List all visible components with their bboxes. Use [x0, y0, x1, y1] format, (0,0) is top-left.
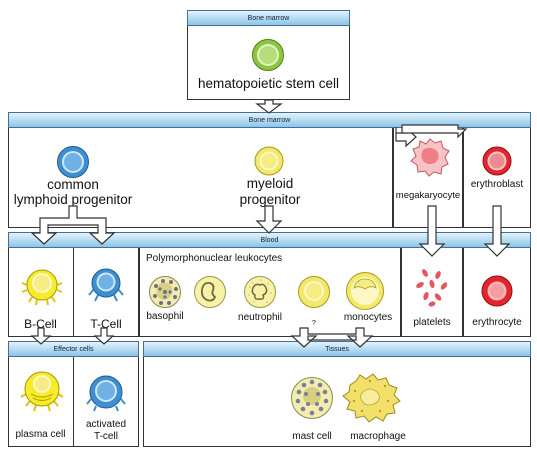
effector-divider	[73, 355, 75, 447]
polymorphonuclear-title: Polymorphonuclear leukocytes	[146, 253, 283, 264]
activated-tcell-icon	[86, 375, 126, 412]
lymphoid-label-2: lymphoid progenitor	[13, 192, 133, 207]
plasma-cell-label: plasma cell	[15, 429, 66, 440]
lymphoid-progenitor-icon	[57, 146, 89, 178]
erythrocyte-icon	[481, 275, 513, 307]
effector-band: Effector cells	[8, 341, 139, 357]
myeloid-label-2: progenitor	[239, 192, 301, 207]
stem-cell-label: hematopoietic stem cell	[197, 76, 340, 91]
unknown-cell-label: ?	[312, 320, 316, 327]
monocytes-label: monocytes	[343, 312, 393, 323]
macrophage-icon	[342, 373, 401, 423]
platelets-icon	[416, 269, 448, 307]
monocyte-icon	[346, 272, 384, 310]
basophil-icon	[149, 276, 181, 308]
erythrocyte-label: erythrocyte	[472, 317, 522, 328]
bcell-icon	[21, 269, 63, 306]
blood-band: Blood	[8, 232, 531, 248]
megakaryocyte-icon	[410, 138, 450, 177]
megakaryocyte-label: megakaryocyte	[395, 190, 461, 201]
erythroblast-icon	[482, 146, 512, 176]
platelets-label: platelets	[413, 317, 451, 328]
eosinophil-icon	[194, 276, 226, 308]
lymphoid-label-1: common	[47, 177, 99, 192]
tcell-label: T-Cell	[90, 317, 122, 331]
activated-tcell-label-1: activated	[85, 419, 127, 430]
mast-cell-label: mast cell	[292, 431, 332, 442]
bcell-tcell-divider	[73, 240, 75, 337]
macrophage-label: macrophage	[350, 431, 406, 442]
neutrophil-label: neutrophil	[238, 312, 282, 323]
tissues-box	[143, 341, 531, 447]
myeloid-label-1: myeloid	[246, 176, 294, 191]
tcell-icon	[88, 268, 124, 302]
bone-marrow-band-top: Bone marrow	[187, 10, 350, 26]
stem-cell-icon	[252, 39, 284, 71]
plasma-cell-icon	[20, 371, 64, 412]
mast-cell-icon	[291, 377, 333, 419]
unknown-cell-icon	[298, 276, 330, 308]
bcell-label: B-Cell	[24, 317, 57, 331]
basophil-label: basophil	[146, 311, 184, 322]
erythroblast-label: erythroblast	[470, 179, 524, 190]
activated-tcell-label-2: T-cell	[94, 431, 118, 442]
bone-marrow-band: Bone marrow	[8, 112, 531, 128]
myeloid-progenitor-icon	[254, 146, 284, 176]
neutrophil-icon	[244, 276, 276, 308]
tissues-band: Tissues	[143, 341, 531, 357]
